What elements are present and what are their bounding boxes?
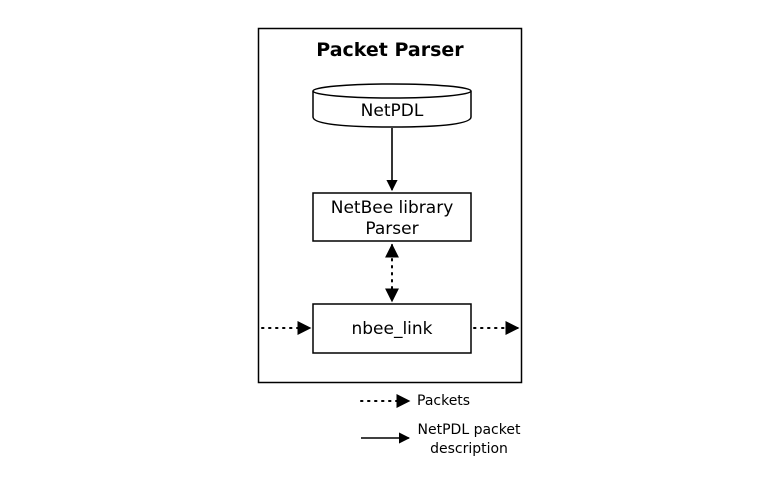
nbee-link-node: nbee_link <box>312 303 472 354</box>
diagram-title: Packet Parser <box>316 39 464 61</box>
legend-description-label-line2: description <box>430 441 508 457</box>
netbee-parser-label-line2: Parser <box>365 219 418 239</box>
netbee-parser-node: NetBee library Parser <box>312 192 472 242</box>
netpdl-label: NetPDL <box>361 101 424 121</box>
netbee-parser-label-line1: NetBee library <box>331 198 454 218</box>
packet-parser-container <box>257 27 523 384</box>
netpdl-database: NetPDL <box>312 83 472 128</box>
netpdl-cylinder-top <box>312 83 472 99</box>
legend-description-label-line1: NetPDL packet <box>418 422 521 438</box>
netpdl-cylinder-body <box>312 91 472 128</box>
netbee-parser-box <box>312 192 472 242</box>
nbee-link-box <box>312 303 472 354</box>
nbee-link-label: nbee_link <box>351 319 432 339</box>
legend: Packets NetPDL packet description <box>360 393 521 457</box>
legend-packets-label: Packets <box>417 393 470 409</box>
